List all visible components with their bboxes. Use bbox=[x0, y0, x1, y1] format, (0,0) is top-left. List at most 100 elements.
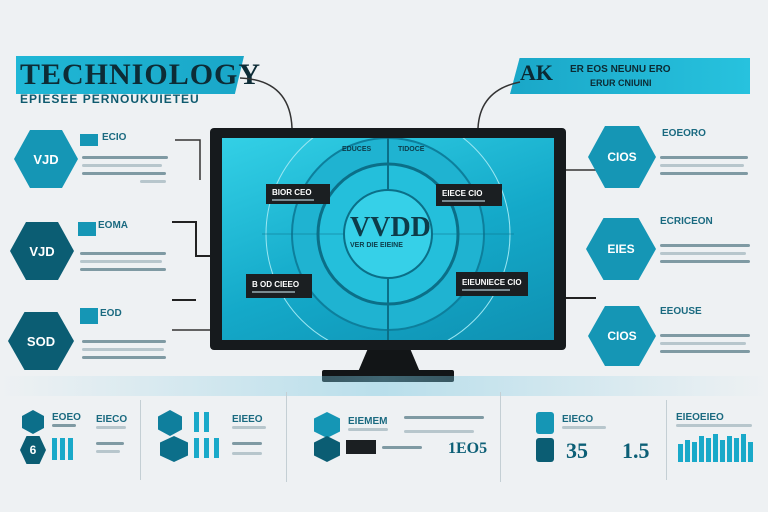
left-hex-2: VJD bbox=[10, 222, 74, 280]
panel1-line bbox=[96, 442, 124, 445]
screen-center-sub: VER DIE EIEINE bbox=[350, 242, 403, 249]
panel3-heading: EIEMEM bbox=[348, 416, 388, 427]
panel3-line bbox=[404, 430, 474, 433]
panel5-bar bbox=[720, 440, 725, 462]
panel3-cube-icon bbox=[314, 436, 340, 462]
panel2-bar bbox=[204, 438, 209, 458]
right-item-3-line bbox=[660, 342, 746, 345]
panel3-heading-right bbox=[404, 416, 484, 426]
panel2-cube-icon bbox=[158, 410, 182, 436]
panel2-line bbox=[232, 452, 262, 455]
panel4-icon bbox=[536, 412, 554, 434]
panel3-dark-box bbox=[346, 440, 376, 454]
screen-callout-bottom-right: EIEUNIECE CIO bbox=[456, 272, 528, 296]
panel2-bar bbox=[194, 412, 199, 432]
right-badge: AK bbox=[520, 60, 553, 85]
panel3-number: 1EO5 bbox=[448, 440, 488, 457]
left-item-1-line bbox=[82, 156, 168, 159]
left-item-1-icon bbox=[80, 134, 98, 146]
panel-divider bbox=[500, 392, 501, 482]
panel2-bar bbox=[194, 438, 199, 458]
monitor-base bbox=[322, 370, 454, 382]
panel5-bar bbox=[692, 442, 697, 462]
panel2-bar bbox=[214, 438, 219, 458]
left-item-2-line bbox=[80, 252, 166, 255]
panel5-bar bbox=[713, 434, 718, 462]
right-item-1-heading: EOEORO bbox=[662, 128, 706, 139]
left-item-2-line bbox=[80, 260, 162, 263]
panel1-bar bbox=[60, 438, 65, 460]
left-item-1-line bbox=[82, 164, 162, 167]
callout-tl-text: BIOR CEO bbox=[272, 187, 312, 197]
right-item-1-line bbox=[660, 156, 748, 159]
right-item-3-line bbox=[660, 350, 750, 353]
right-hex-3-label: CIOS bbox=[607, 329, 637, 343]
right-hex-2: EIES bbox=[586, 218, 656, 280]
panel2-line bbox=[232, 442, 262, 445]
right-hex-2-label: EIES bbox=[607, 242, 635, 256]
panel4-number: 35 bbox=[566, 438, 588, 463]
panel-divider bbox=[666, 400, 667, 480]
right-item-2-line bbox=[660, 252, 746, 255]
panel2-line bbox=[232, 426, 266, 429]
panel3-cube-icon bbox=[314, 412, 340, 438]
left-item-2-heading: EOMA bbox=[98, 220, 128, 231]
left-hex-2-label: VJD bbox=[29, 243, 55, 259]
screen-callout-bottom-left: B OD CIEEO bbox=[246, 274, 312, 298]
panel5-bars bbox=[678, 432, 754, 462]
left-item-3-line bbox=[82, 340, 166, 343]
panel3-line bbox=[382, 446, 422, 449]
right-item-1-line bbox=[660, 172, 748, 175]
right-heading-line1: ER EOS NEUNU ERO bbox=[570, 64, 671, 75]
panel2-heading: EIEEO bbox=[232, 414, 263, 425]
panel5-bar bbox=[685, 440, 690, 462]
panel1-number: 6 bbox=[29, 443, 37, 457]
right-item-3-line bbox=[660, 334, 750, 337]
left-item-3-heading: EOD bbox=[100, 308, 122, 319]
screen-arc-label-1: EDUCES bbox=[342, 146, 372, 153]
panel5-line bbox=[676, 424, 752, 427]
monitor-screen: VVDD VER DIE EIEINE EDUCES TIDOCE bbox=[222, 138, 554, 340]
panel2-cube-icon bbox=[160, 436, 188, 462]
callout-bl-text: B OD CIEEO bbox=[252, 279, 300, 289]
callout-tr-text: EIECE CIO bbox=[442, 188, 483, 198]
panel4-line bbox=[562, 426, 606, 429]
panel5-bar bbox=[678, 444, 683, 462]
panel5-bar bbox=[706, 438, 711, 462]
left-hex-3-label: SOD bbox=[26, 333, 56, 349]
left-item-1-heading: ECIO bbox=[102, 132, 127, 143]
panel1-bars bbox=[52, 438, 82, 460]
panel5-heading: EIEOEIEO bbox=[676, 412, 724, 423]
panel1-heading-2: EIECO bbox=[96, 414, 128, 425]
panel1-bar bbox=[68, 438, 73, 460]
page-subtitle: EPIESEE PERNOUKUIETEU bbox=[20, 92, 200, 106]
left-item-1-line bbox=[82, 172, 166, 175]
panel5-bar bbox=[699, 436, 704, 462]
right-hex-1-label: CIOS bbox=[607, 150, 637, 164]
header-right-banner bbox=[510, 58, 750, 94]
floor-glow bbox=[0, 376, 768, 396]
right-heading-line2: ERUR CNIUINI bbox=[590, 78, 652, 88]
panel-divider bbox=[286, 392, 287, 482]
panel2-bars bbox=[194, 412, 224, 458]
panel1-bar bbox=[52, 438, 57, 460]
right-item-2-line bbox=[660, 260, 750, 263]
left-item-2-line bbox=[80, 268, 166, 271]
panel1-line bbox=[96, 450, 120, 453]
right-item-2-heading: ECRICEON bbox=[660, 216, 713, 227]
left-hex-1-label: VJD bbox=[33, 151, 59, 167]
panel5-bar bbox=[734, 438, 739, 462]
panel1-line bbox=[52, 424, 76, 427]
right-item-2-line bbox=[660, 244, 750, 247]
screen-arc-label-2: TIDOCE bbox=[398, 146, 425, 153]
left-item-1-line bbox=[140, 180, 166, 183]
screen-callout-top-left: BIOR CEO bbox=[266, 184, 330, 204]
page-title: TECHNIOLOGY bbox=[20, 58, 262, 91]
panel5-bar bbox=[748, 442, 753, 462]
panel1-line bbox=[96, 426, 126, 429]
left-item-3-line bbox=[82, 356, 166, 359]
right-item-1-line bbox=[660, 164, 744, 167]
panel3-line bbox=[404, 416, 484, 419]
screen-callout-top-right: EIECE CIO bbox=[436, 184, 502, 206]
